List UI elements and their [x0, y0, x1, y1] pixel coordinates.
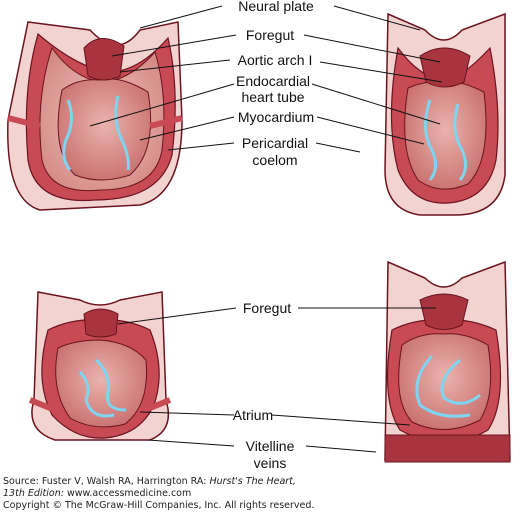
leader-lines — [89, 5, 443, 453]
label-atrium: Atrium — [233, 407, 273, 423]
source-title: Hurst's The Heart, — [209, 476, 296, 487]
source-line-1: Source: Fuster V, Walsh RA, Harrington R… — [3, 476, 296, 488]
endocardial-tube-br — [415, 354, 481, 418]
label-foregut-top: Foregut — [246, 27, 294, 43]
embryo-section-bottom-right — [384, 260, 511, 463]
source-prefix: Source: Fuster V, Walsh RA, Harrington R… — [3, 476, 210, 487]
endocardial-tube-right-2 — [453, 103, 467, 181]
source-edition: 13th Edition: — [3, 488, 64, 499]
endocardial-tube-bl — [78, 358, 127, 418]
endocardial-tube-left-1 — [62, 99, 73, 171]
endocardial-tube-right-1 — [424, 99, 437, 181]
embryo-section-top-left — [7, 21, 183, 211]
label-vitelline-2: veins — [254, 455, 287, 471]
label-myocardium: Myocardium — [238, 109, 314, 125]
source-line-2: 13th Edition: www.accessmedicine.com — [3, 488, 191, 500]
label-pericardial-1: Pericardial — [242, 135, 308, 151]
label-foregut-bottom: Foregut — [243, 300, 291, 316]
embryo-section-top-right — [384, 12, 506, 216]
endocardial-tube-left-2 — [114, 95, 130, 171]
label-aortic-arch: Aortic arch I — [238, 52, 313, 68]
label-pericardial-2: coelom — [252, 152, 297, 168]
embryo-section-bottom-left — [28, 291, 172, 441]
labels: Neural plate Foregut Aortic arch I Endoc… — [233, 0, 314, 471]
label-neural-plate: Neural plate — [238, 0, 314, 14]
source-url: www.accessmedicine.com — [63, 488, 192, 499]
label-endocardial-1: Endocardial — [236, 73, 310, 89]
label-vitelline-1: Vitelline — [246, 438, 295, 454]
label-endocardial-2: heart tube — [241, 89, 304, 105]
copyright: Copyright © The McGraw-Hill Companies, I… — [3, 500, 315, 511]
